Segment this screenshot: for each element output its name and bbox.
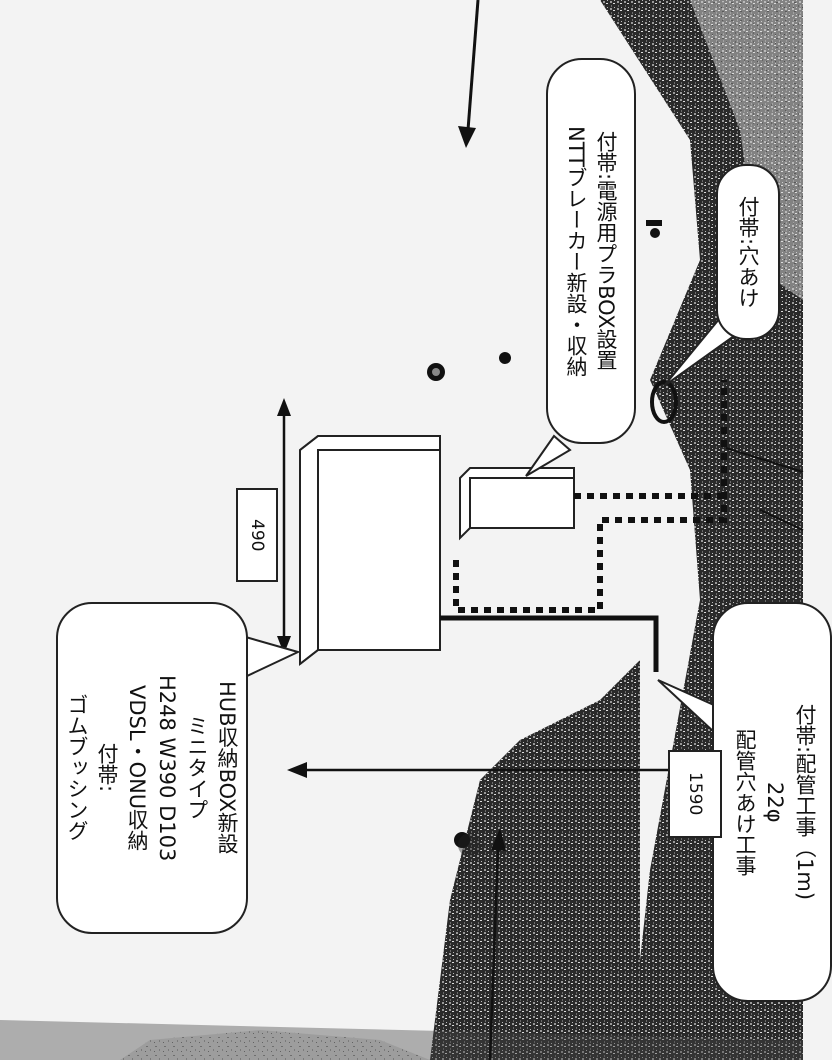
piping-line-2: 22φ xyxy=(763,781,787,823)
hub-box-line-6: ゴムブッシング xyxy=(65,694,89,842)
hub-box-line-3: H248 W390 D103 xyxy=(155,674,179,862)
piping-line-3: 配管穴あけ工事 xyxy=(733,728,757,876)
hole-line-1: 付帯:穴あけ xyxy=(736,195,760,309)
callout-power-box: 付帯:電源用プラBOX設置 NTTブレーカー新設・収納 xyxy=(546,58,636,444)
hub-box-line-1: HUB収納BOX新設 xyxy=(215,681,239,855)
hub-box-line-4: VDSL・ONU収納 xyxy=(125,684,149,852)
dimension-height-text: 1590 xyxy=(685,772,705,816)
dimension-width-label: 490 xyxy=(236,488,278,582)
hub-box-line-2: ミニタイプ xyxy=(185,715,209,821)
power-box-line-1: 付帯:電源用プラBOX設置 xyxy=(594,131,618,371)
callout-hub-box: HUB収納BOX新設 ミニタイプ H248 W390 D103 VDSL・ONU… xyxy=(56,602,248,934)
piping-line-1: 付帯:配管工事（1m) xyxy=(793,703,817,901)
hub-box-line-5: 付帯: xyxy=(95,743,119,793)
callout-hub-box-text: HUB収納BOX新設 ミニタイプ H248 W390 D103 VDSL・ONU… xyxy=(62,675,242,861)
callout-power-box-text: 付帯:電源用プラBOX設置 NTTブレーカー新設・収納 xyxy=(561,126,621,377)
callout-hole: 付帯:穴あけ xyxy=(716,164,780,340)
callout-hole-text: 付帯:穴あけ xyxy=(733,196,763,308)
dimension-height-label: 1590 xyxy=(668,750,722,838)
callout-piping-text: 付帯:配管工事（1m) 22φ 配管穴あけ工事 xyxy=(730,704,820,900)
power-box-line-2: NTTブレーカー新設・収納 xyxy=(564,125,588,377)
callout-piping: 付帯:配管工事（1m) 22φ 配管穴あけ工事 xyxy=(712,602,832,1002)
dimension-width-text: 490 xyxy=(247,518,267,552)
